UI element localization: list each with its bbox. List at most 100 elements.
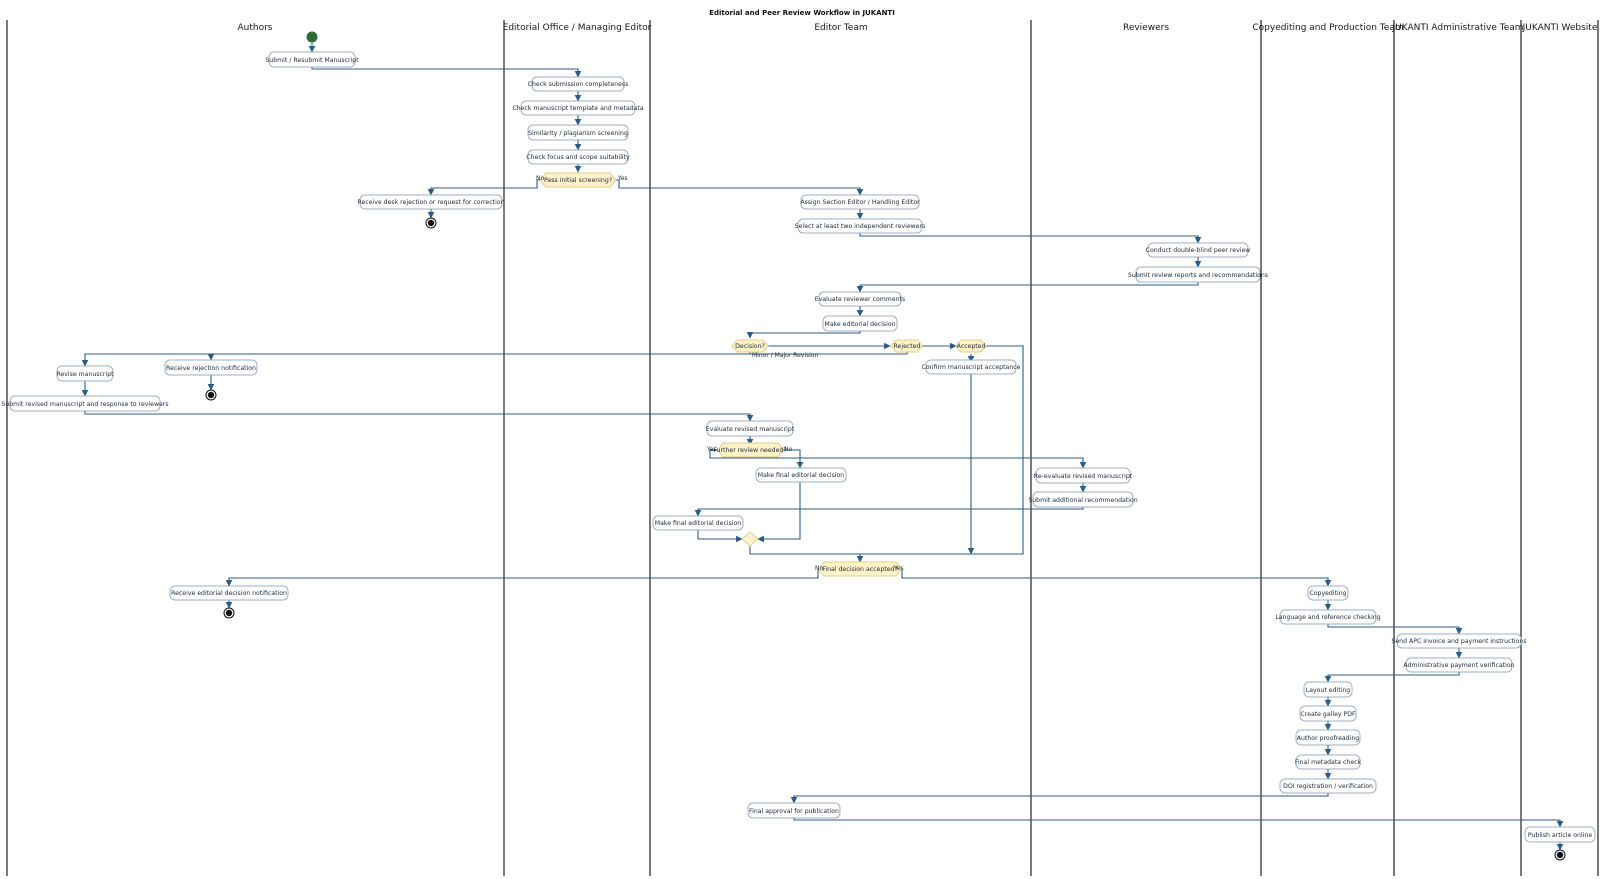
svg-text:Publish article online: Publish article online: [1528, 832, 1592, 839]
activity-final-decision-a: Make final editorial decision: [755, 467, 847, 483]
activity-layout: Layout editing: [1303, 681, 1353, 698]
activity-doi: DOI registration / verification: [1279, 778, 1377, 794]
svg-text:Conduct double-blind peer revi: Conduct double-blind peer review: [1146, 247, 1251, 254]
edge-label-yes-final: Yes: [893, 565, 904, 572]
svg-text:Assign Section Editor / Handli: Assign Section Editor / Handling Editor: [800, 199, 920, 206]
activity-decision-notification: Receive editorial decision notification: [169, 585, 289, 601]
decision-decision: Decision?: [731, 339, 769, 353]
svg-text:DOI registration / verificatio: DOI registration / verification: [1283, 783, 1373, 790]
edge-label-yes-further: Yes: [706, 446, 717, 453]
activity-evaluate-comments: Evaluate reviewer comments: [815, 291, 905, 307]
svg-text:Submit review reports and reco: Submit review reports and recommendation…: [1128, 272, 1268, 279]
svg-text:Receive editorial decision not: Receive editorial decision notification: [171, 590, 287, 597]
activity-rejection-notification: Receive rejection notification: [164, 359, 258, 376]
edge-label-minor-major: Minor / Major Revision: [752, 352, 818, 359]
svg-text:Final decision accepted?: Final decision accepted?: [822, 566, 897, 573]
svg-text:Check focus and scope suitabil: Check focus and scope suitability: [526, 154, 630, 161]
svg-text:Revise manuscript: Revise manuscript: [56, 371, 114, 378]
edge-label-no-screening: No: [536, 175, 544, 182]
activity-final-approval: Final approval for publication: [747, 802, 841, 819]
svg-text:Rejected: Rejected: [894, 343, 921, 350]
lane-header-authors: Authors: [238, 23, 273, 33]
decision-accepted: Accepted: [955, 339, 987, 353]
svg-text:Evaluate revised manuscript: Evaluate revised manuscript: [706, 426, 795, 433]
svg-text:Submit additional recommendati: Submit additional recommendation: [1028, 497, 1137, 504]
svg-text:Final metadata check: Final metadata check: [1295, 759, 1362, 766]
edge-label-no-final: No: [815, 565, 823, 572]
svg-text:Accepted: Accepted: [957, 343, 986, 350]
activity-evaluate-revised: Evaluate revised manuscript: [706, 420, 795, 437]
activity-check-completeness: Check submission completeness: [528, 76, 629, 92]
activity-submit: Submit / Resubmit Manuscript: [265, 51, 359, 68]
svg-text:Check submission completeness: Check submission completeness: [528, 81, 629, 88]
end-node-decision-notification: [223, 607, 235, 619]
diagram-title: Editorial and Peer Review Workflow in JU…: [709, 9, 895, 17]
svg-text:Copyediting: Copyediting: [1309, 590, 1346, 597]
activity-metadata-check: Final metadata check: [1295, 754, 1362, 770]
start-node: [306, 31, 318, 43]
svg-text:Receive desk rejection or requ: Receive desk rejection or request for co…: [357, 199, 504, 206]
activity-payment-verification: Administrative payment verification: [1403, 657, 1515, 673]
svg-text:Administrative payment verific: Administrative payment verification: [1403, 662, 1514, 669]
edges: [81, 43, 1564, 851]
activity-revise: Revise manuscript: [56, 365, 114, 382]
activity-additional-recommendation: Submit additional recommendation: [1028, 491, 1138, 508]
lane-headers: Authors Editorial Office / Managing Edit…: [238, 23, 1598, 33]
lane-header-editorial-office: Editorial Office / Managing Editor: [503, 23, 652, 33]
activity-check-template: Check manuscript template and metadata: [512, 100, 644, 116]
activity-final-decision-b: Make final editorial decision: [652, 515, 744, 531]
svg-text:Check manuscript template and: Check manuscript template and metadata: [512, 105, 644, 112]
svg-text:Make final editorial decision: Make final editorial decision: [655, 520, 742, 527]
svg-text:Make final editorial decision: Make final editorial decision: [758, 472, 845, 479]
activity-apc-invoice: Send APC invoice and payment instruction…: [1391, 633, 1527, 649]
activity-publish: Publish article online: [1524, 826, 1596, 843]
activity-copyediting: Copyediting: [1307, 585, 1349, 601]
svg-text:Re-evaluate revised manuscript: Re-evaluate revised manuscript: [1034, 473, 1133, 480]
svg-text:Language and reference checkin: Language and reference checking: [1275, 614, 1380, 621]
svg-text:Pass initial screening?: Pass initial screening?: [544, 177, 612, 184]
edge-labels: Minor / Major Revision No Yes Yes No No …: [536, 175, 904, 572]
svg-text:Select at least two independen: Select at least two independent reviewer…: [795, 223, 926, 230]
activity-confirm-acceptance: Confirm manuscript acceptance: [922, 359, 1021, 375]
lane-header-copyediting: Copyediting and Production Team: [1252, 23, 1403, 33]
lane-dividers: [6, 20, 1599, 876]
activity-peer-review: Conduct double-blind peer review: [1146, 242, 1251, 258]
svg-text:Confirm manuscript acceptance: Confirm manuscript acceptance: [922, 364, 1021, 371]
activity-galley: Create galley PDF: [1299, 705, 1357, 722]
decision-rejected: Rejected: [890, 339, 923, 353]
activity-assign-editor: Assign Section Editor / Handling Editor: [800, 194, 920, 210]
svg-text:Create galley PDF: Create galley PDF: [1300, 711, 1356, 718]
svg-text:Receive rejection notification: Receive rejection notification: [166, 365, 256, 372]
decision-merge: [741, 531, 759, 547]
svg-text:Similarity / plagiarism screen: Similarity / plagiarism screening: [528, 130, 628, 137]
activity-desk-rejection: Receive desk rejection or request for co…: [357, 194, 505, 210]
svg-text:Submit / Resubmit Manuscript: Submit / Resubmit Manuscript: [265, 57, 359, 64]
decision-pass-screening: Pass initial screening?: [539, 172, 617, 188]
end-node-desk-rejection: [425, 217, 437, 229]
edge-label-yes-screening: Yes: [617, 175, 628, 182]
end-node-rejection: [205, 389, 217, 401]
activity-submit-reports: Submit review reports and recommendation…: [1128, 266, 1268, 283]
svg-text:Author proofreading: Author proofreading: [1297, 735, 1359, 742]
svg-text:Send APC invoice and payment i: Send APC invoice and payment instruction…: [1391, 638, 1526, 645]
activity-reevaluate: Re-evaluate revised manuscript: [1034, 467, 1133, 484]
svg-text:Evaluate reviewer comments: Evaluate reviewer comments: [815, 296, 905, 303]
svg-text:Layout editing: Layout editing: [1306, 687, 1351, 694]
svg-text:Further review needed?: Further review needed?: [713, 447, 786, 454]
activity-focus-scope: Check focus and scope suitability: [526, 149, 630, 165]
svg-text:Decision?: Decision?: [735, 343, 765, 350]
lane-header-admin: JUKANTI Administrative Team: [1391, 23, 1523, 33]
svg-text:Submit revised manuscript and: Submit revised manuscript and response t…: [1, 401, 168, 408]
decision-further-review: Further review needed?: [713, 442, 787, 458]
activity-editorial-decision: Make editorial decision: [822, 315, 898, 332]
svg-text:Make editorial decision: Make editorial decision: [824, 321, 895, 328]
activity-submit-revised: Submit revised manuscript and response t…: [1, 395, 169, 412]
activity-similarity: Similarity / plagiarism screening: [527, 124, 629, 141]
edge-label-no-further: No: [784, 446, 792, 453]
lane-header-reviewers: Reviewers: [1123, 23, 1169, 33]
lane-header-website: JUKANTI Website: [1522, 23, 1598, 33]
activity-proofreading: Author proofreading: [1295, 729, 1361, 746]
end-node-publish: [1554, 849, 1566, 861]
lane-header-editor-team: Editor Team: [814, 23, 867, 33]
